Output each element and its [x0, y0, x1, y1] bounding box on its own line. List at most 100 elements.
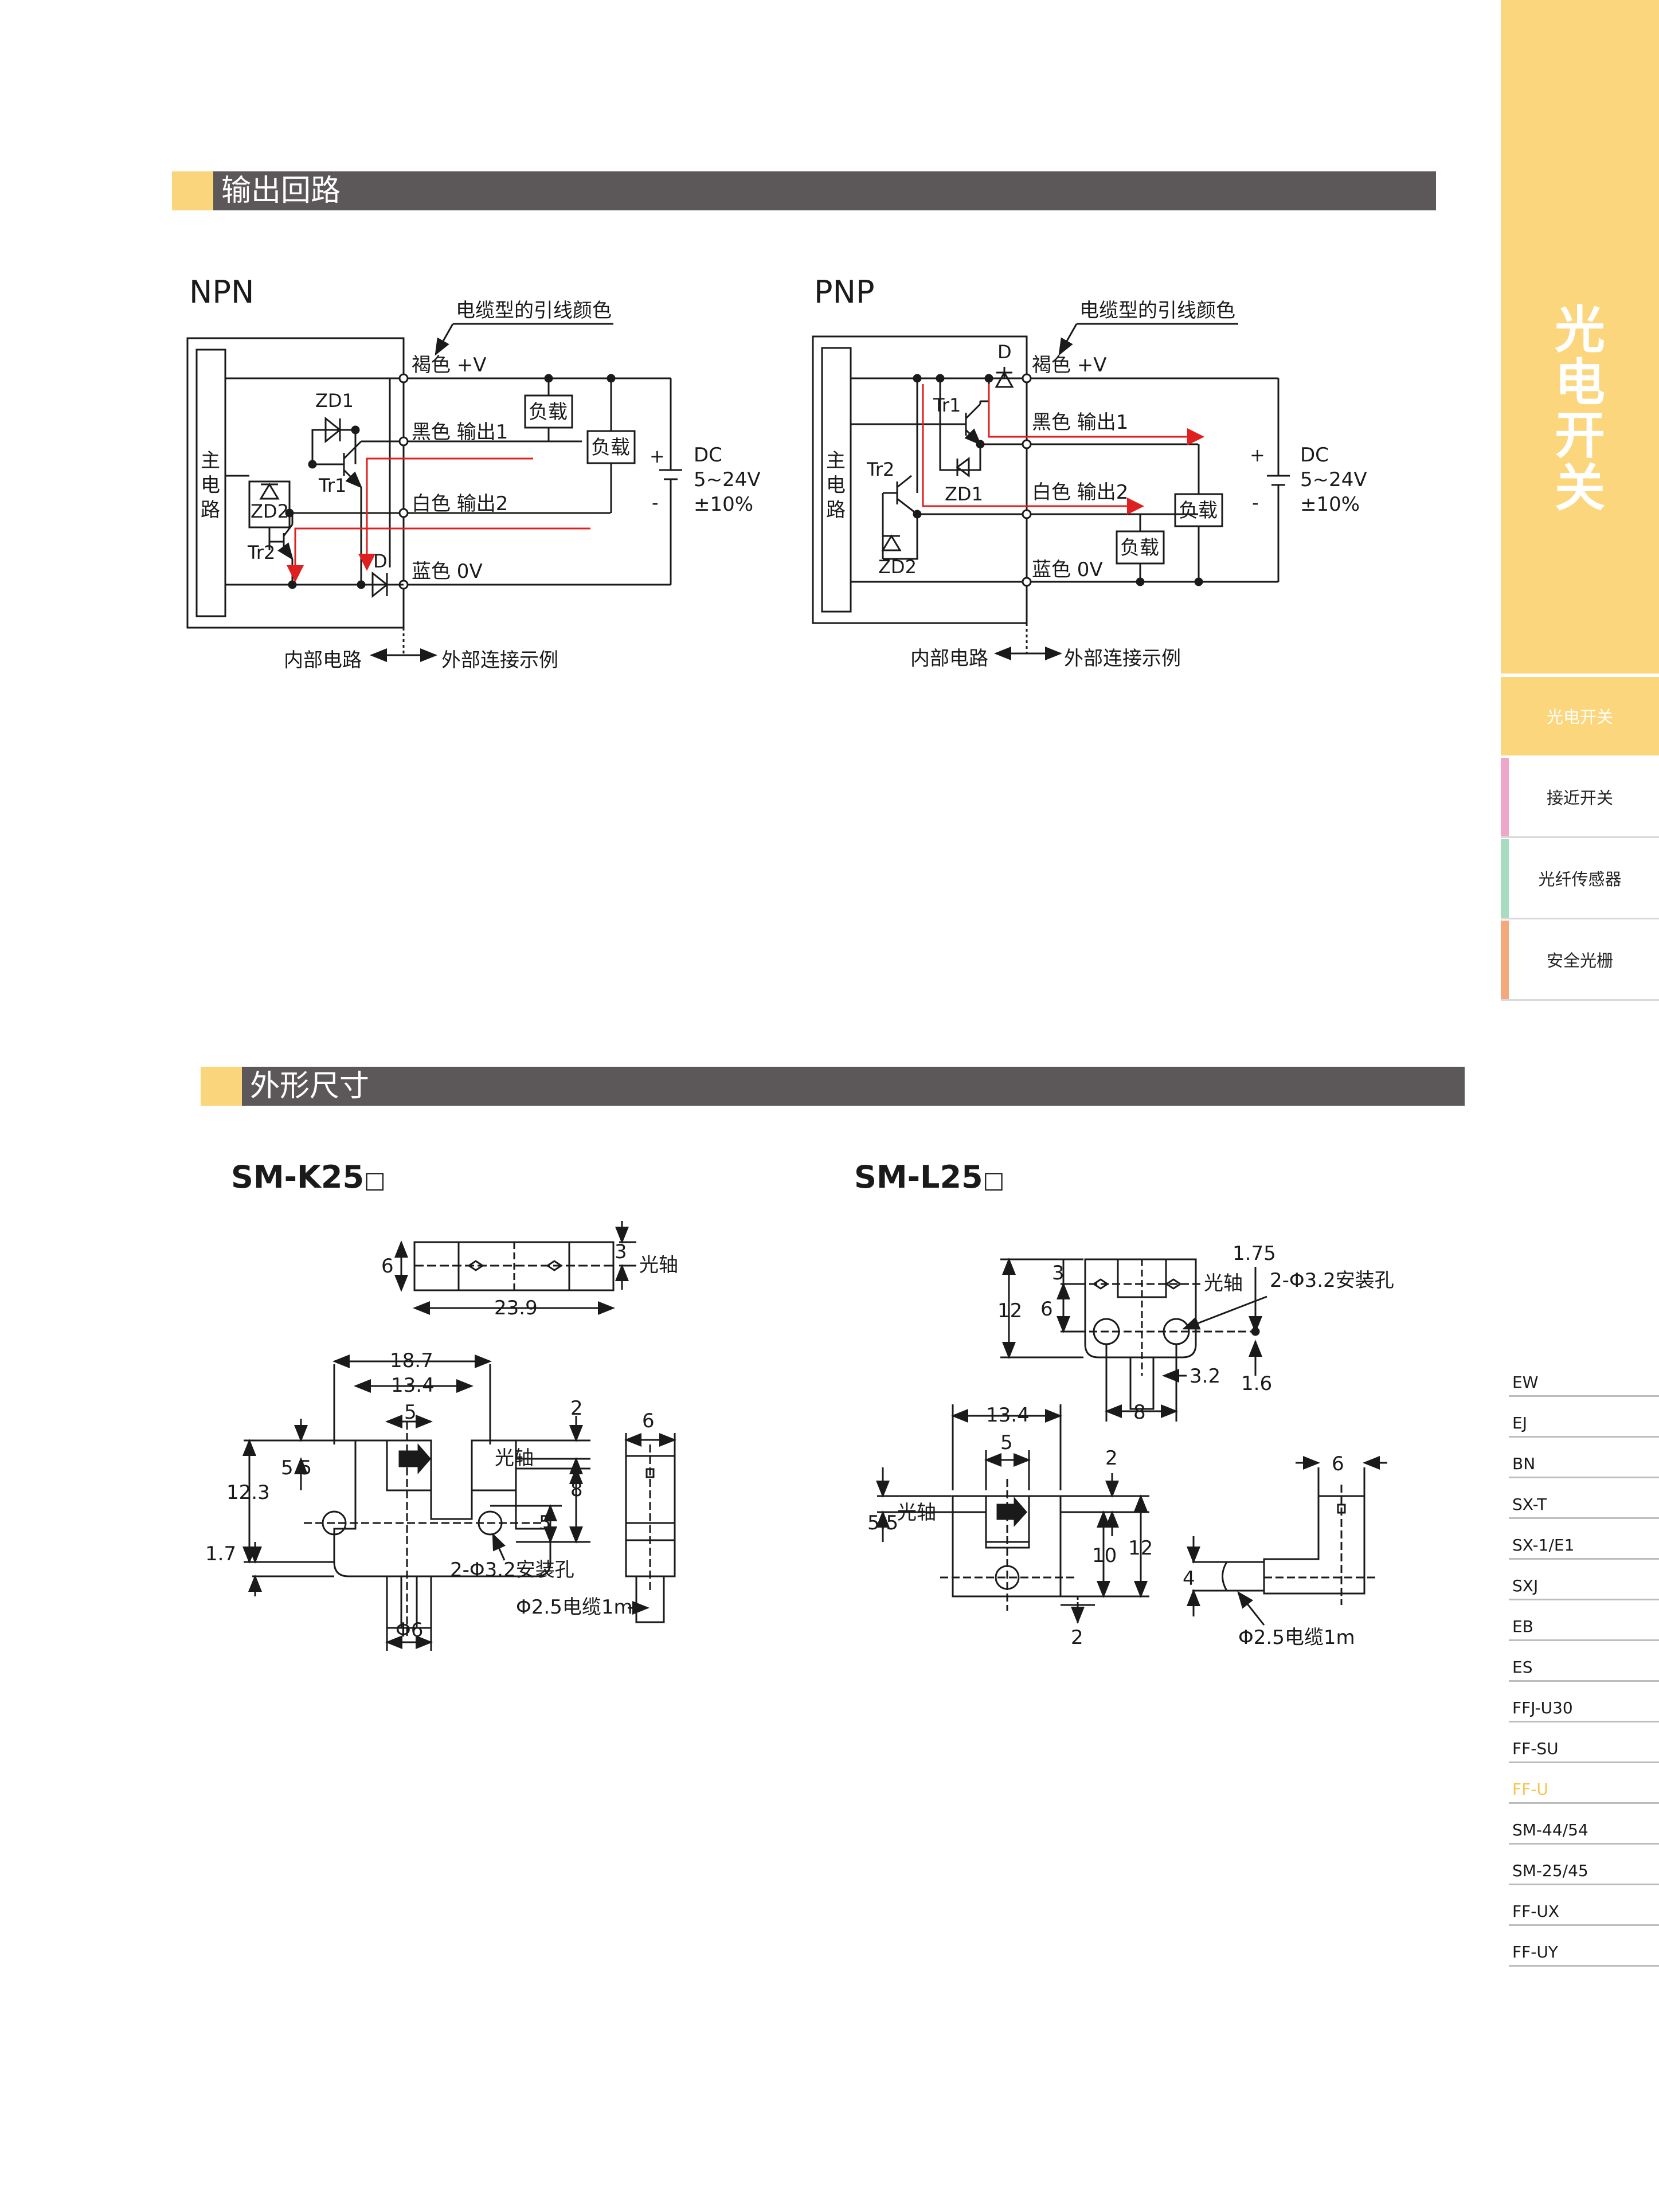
npn-tr1: Tr1: [318, 475, 346, 496]
pnp-main-char: 路: [826, 499, 846, 522]
sidebar-title-char: 电: [1554, 353, 1605, 412]
k25-dim: Φ6: [396, 1619, 423, 1642]
l25-dim: 12: [997, 1299, 1022, 1322]
npn-external-label: 外部连接示例: [441, 649, 558, 672]
pnp-zd1: ZD1: [945, 483, 983, 505]
sidebar-category-fiber[interactable]: 光纤传感器: [1501, 839, 1659, 919]
model-item-ff-u[interactable]: FF-U: [1509, 1763, 1659, 1804]
pnp-zd2: ZD2: [878, 556, 917, 578]
pnp-label-blue: 蓝色 0V: [1032, 558, 1103, 581]
npn-zd1: ZD1: [315, 390, 354, 412]
sidebar-category-label: 安全光栅: [1546, 951, 1613, 970]
model-item-eb[interactable]: EB: [1509, 1600, 1659, 1641]
l25-title: SM-L25□: [854, 1159, 1004, 1195]
npn-main-char: 电: [201, 474, 220, 497]
l25-dim: 12: [1128, 1537, 1153, 1560]
k25-dim: 23.9: [494, 1297, 538, 1320]
npn-d: D: [373, 550, 388, 572]
category-color-stripe: [1501, 921, 1509, 999]
model-item-ff-uy[interactable]: FF-UY: [1509, 1926, 1659, 1967]
sm-k25-dimension-drawing: SM-K25□ 6 3 光轴 23.9 18.7: [205, 1159, 678, 1651]
npn-dc: DC: [694, 444, 722, 467]
pnp-label-white: 白色 输出2: [1032, 481, 1128, 504]
sidebar-title-char: 光: [1554, 300, 1605, 359]
npn-load-label: 负载: [529, 401, 568, 424]
pnp-main-char: 主: [826, 449, 846, 472]
l25-dim: 6: [1040, 1298, 1053, 1321]
section-header-tab: [201, 1067, 242, 1106]
npn-label-white: 白色 输出2: [412, 492, 508, 515]
section-title: 外形尺寸: [250, 1069, 370, 1103]
l25-dim: 5: [1000, 1431, 1013, 1454]
npn-title: NPN: [189, 274, 254, 310]
technical-diagrams: NPN 电缆型的引线颜色 主 电 路: [186, 274, 1394, 1651]
k25-dim: 5: [404, 1401, 417, 1424]
model-item-sx-1-e1[interactable]: SX-1/E1: [1509, 1519, 1659, 1560]
npn-tolerance: ±10%: [694, 493, 753, 516]
model-item-bn[interactable]: BN: [1509, 1438, 1659, 1478]
npn-load-label: 负载: [591, 436, 630, 459]
model-item-sm-25-45[interactable]: SM-25/45: [1509, 1845, 1659, 1885]
pnp-d: D: [997, 341, 1012, 363]
npn-zd2: ZD2: [251, 500, 289, 522]
model-item-ew[interactable]: EW: [1509, 1356, 1659, 1397]
npn-label-blue: 蓝色 0V: [412, 560, 483, 583]
sidebar-header: 光 电 开 关: [1501, 0, 1659, 674]
sidebar-category-label: 光纤传感器: [1538, 870, 1622, 889]
l25-dim: 8: [1133, 1401, 1146, 1424]
pnp-internal-label: 内部电路: [910, 647, 988, 670]
model-item-sxj[interactable]: SXJ: [1509, 1560, 1659, 1600]
model-item-es[interactable]: ES: [1509, 1641, 1659, 1682]
sidebar-category-safety[interactable]: 安全光栅: [1501, 921, 1659, 1001]
model-item-sx-t[interactable]: SX-T: [1509, 1478, 1659, 1519]
model-item-ff-su[interactable]: FF-SU: [1509, 1722, 1659, 1763]
k25-dim: 5.5: [281, 1457, 312, 1479]
k25-axis: 光轴: [495, 1447, 534, 1470]
l25-dim: 2: [1105, 1447, 1118, 1470]
pnp-circuit-diagram: PNP 电缆型的引线颜色 主 电 路: [812, 274, 1367, 670]
sm-l25-dimension-drawing: SM-L25□ 12 6 3 光轴 1.75 2-Φ3.2安装孔 1.6 3.2: [854, 1159, 1394, 1649]
model-item-ej[interactable]: EJ: [1509, 1397, 1659, 1438]
npn-internal-label: 内部电路: [284, 649, 362, 672]
pnp-voltage: 5~24V: [1300, 468, 1367, 491]
npn-main-char: 路: [201, 499, 220, 522]
model-item-ffj-u30[interactable]: FFJ-U30: [1509, 1682, 1659, 1722]
section-title: 输出回路: [221, 174, 341, 208]
l25-dim: 4: [1183, 1567, 1195, 1590]
pnp-minus: -: [1252, 492, 1259, 514]
k25-axis-top: 光轴: [639, 1254, 678, 1277]
sidebar-category-proximity[interactable]: 接近开关: [1501, 758, 1659, 838]
category-color-stripe: [1501, 758, 1509, 836]
model-item-ff-ux[interactable]: FF-UX: [1509, 1885, 1659, 1926]
l25-dim: 1.6: [1241, 1372, 1272, 1395]
k25-holes: 2-Φ3.2安装孔: [450, 1559, 574, 1581]
sidebar-title: 光 电 开 关: [1501, 304, 1659, 515]
pnp-dc: DC: [1300, 444, 1329, 467]
npn-minus: -: [652, 492, 659, 514]
section-header-output-circuit: 输出回路: [172, 171, 1436, 210]
pnp-tr2: Tr2: [866, 459, 894, 480]
k25-dim: 2: [570, 1397, 583, 1420]
pnp-load-label: 负载: [1120, 537, 1159, 559]
npn-circuit-diagram: NPN 电缆型的引线颜色 主 电 路: [186, 274, 761, 672]
npn-main-char: 主: [201, 449, 220, 472]
npn-plus: +: [649, 445, 665, 467]
model-item-sm-44-54[interactable]: SM-44/54: [1509, 1804, 1659, 1845]
sidebar-category-photoelectric[interactable]: 光电开关: [1501, 675, 1659, 755]
pnp-external-label: 外部连接示例: [1064, 647, 1181, 670]
pnp-label-black: 黑色 输出1: [1032, 411, 1128, 434]
pnp-wire-note: 电缆型的引线颜色: [1079, 299, 1235, 322]
npn-wire-note: 电缆型的引线颜色: [456, 299, 612, 322]
pnp-tr1: Tr1: [933, 394, 961, 416]
npn-voltage: 5~24V: [694, 468, 761, 491]
pnp-label-brown: 褐色 +V: [1032, 354, 1107, 377]
npn-label-brown: 褐色 +V: [412, 354, 487, 377]
pnp-main-circuit-box: [821, 347, 852, 613]
k25-cable: Φ2.5电缆1m: [516, 1596, 633, 1619]
k25-dim: 6: [642, 1410, 655, 1432]
l25-axis-top: 光轴: [1204, 1272, 1243, 1295]
l25-holes: 2-Φ3.2安装孔: [1270, 1269, 1394, 1292]
l25-dim: 5.5: [867, 1512, 898, 1534]
l25-dim: 1.75: [1232, 1242, 1276, 1265]
k25-dim: 8: [570, 1478, 583, 1501]
